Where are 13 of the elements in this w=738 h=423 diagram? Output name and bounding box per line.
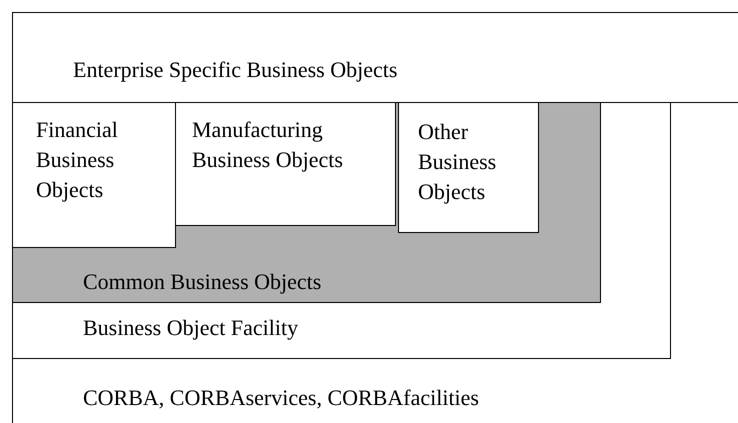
platform-layer: [12, 12, 738, 423]
common-objects-layer: [13, 103, 601, 303]
domain-box: [398, 103, 539, 233]
facility-layer: [13, 103, 671, 359]
layer-label: Other Business Objects: [418, 118, 498, 206]
layer-label: Business Object Facility: [83, 314, 298, 342]
layer-label: CORBA, CORBAservices, CORBAfacilities: [83, 384, 479, 412]
layer-label: Enterprise Specific Business Objects: [73, 56, 398, 84]
domain-box: [176, 103, 396, 226]
domain-box: [13, 103, 176, 248]
layer-label: Manufacturing Business Objects: [192, 116, 344, 174]
layer-label: Common Business Objects: [83, 268, 322, 296]
layer-label: Financial Business Objects: [36, 116, 119, 204]
